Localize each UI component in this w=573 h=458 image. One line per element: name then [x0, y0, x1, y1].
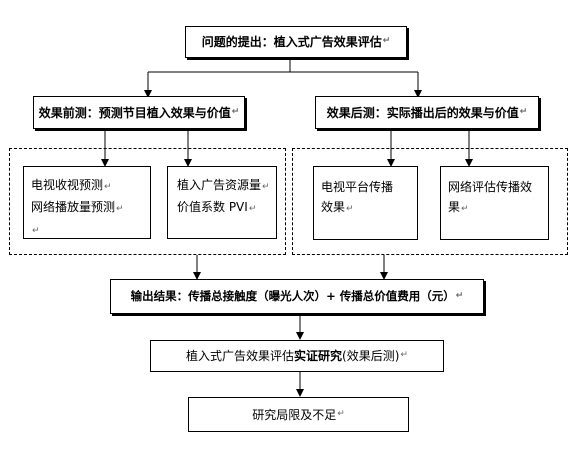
net-eval-box: 网络评估传播效 果↵ [440, 166, 549, 240]
tv-forecast-line2: 网络播放量预测↵ [31, 200, 124, 214]
empirical-suffix: (效果后测) [342, 349, 400, 363]
return-mark-icon: ↵ [262, 182, 270, 192]
tv-platform-box: 电视平台传播 效果↵ [313, 166, 418, 240]
tv-forecast-box: 电视收视预测↵ 网络播放量预测↵ ↵ [23, 166, 151, 239]
return-mark-icon: ↵ [346, 204, 354, 214]
return-mark-icon: ↵ [461, 204, 469, 214]
tv-forecast-line3: ↵ [31, 219, 150, 241]
return-mark-icon: ↵ [455, 290, 464, 301]
net-eval-line1: 网络评估传播效 [448, 180, 533, 194]
post-test-dashed-group [292, 148, 568, 255]
net-eval-line2: 果↵ [448, 200, 469, 214]
return-mark-icon: ↵ [231, 106, 240, 117]
return-mark-icon: ↵ [382, 36, 391, 47]
pre-test-text: 效果前测：预测节目植入效果与价值 [38, 105, 231, 120]
pvi-line1: 植入广告资源量↵ [177, 178, 270, 192]
output-text: 输出结果：传播总接触度（曝光人次）+ 传播总价值费用（元） [130, 288, 455, 303]
return-mark-icon: ↵ [32, 226, 40, 236]
tv-platform-line2: 效果↵ [321, 200, 354, 214]
output-box: 输出结果：传播总接触度（曝光人次）+ 传播总价值费用（元）↵ [110, 279, 484, 314]
return-mark-icon: ↵ [248, 204, 257, 214]
empirical-box: 植入式广告效果评估实证研究(效果后测)↵ [150, 340, 444, 372]
title-text: 问题的提出：植入式广告效果评估 [201, 35, 382, 49]
return-mark-icon: ↵ [104, 182, 112, 192]
limits-box: 研究局限及不足↵ [188, 397, 409, 432]
tv-forecast-line1: 电视收视预测↵ [31, 178, 112, 192]
return-mark-icon: ↵ [116, 204, 124, 214]
title-box: 问题的提出：植入式广告效果评估↵ [185, 26, 407, 58]
return-mark-icon: ↵ [519, 106, 528, 117]
pre-test-dashed-group [9, 148, 286, 255]
post-test-text: 效果后测：实际播出后的效果与价值 [326, 105, 519, 120]
return-mark-icon: ↵ [337, 408, 345, 419]
pvi-box: 植入广告资源量↵ 价值系数 PVI↵ [167, 166, 277, 239]
empirical-prefix: 植入式广告效果评估 [186, 349, 295, 363]
pre-test-box: 效果前测：预测节目植入效果与价值↵ [33, 96, 245, 129]
limits-text: 研究局限及不足 [252, 407, 337, 422]
post-test-box: 效果后测：实际播出后的效果与价值↵ [315, 96, 539, 129]
pvi-line2: 价值系数 PVI↵ [177, 200, 257, 214]
return-mark-icon: ↵ [400, 350, 408, 361]
empirical-bold: 实证研究 [294, 349, 343, 363]
tv-platform-line1: 电视平台传播 [321, 180, 394, 194]
